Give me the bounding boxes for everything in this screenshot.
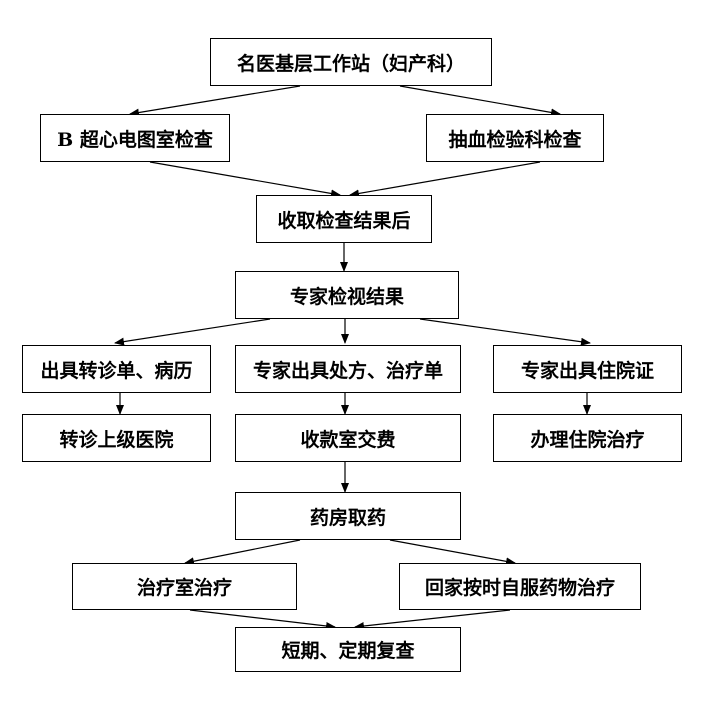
node-followup-label: 短期、定期复查 (281, 640, 415, 662)
node-home-medication-label: 回家按时自服药物治疗 (424, 577, 615, 599)
node-treatment-room: 治疗室治疗 (72, 563, 297, 610)
node-blood-test: 抽血检验科检查 (426, 114, 604, 162)
node-expert-review-label: 专家检视结果 (289, 285, 404, 308)
node-b-ultrasound-label: B 超心电图室检查 (57, 128, 213, 151)
node-admission-cert-label: 专家出具住院证 (520, 359, 654, 382)
node-admission-label: 办理住院治疗 (530, 428, 645, 451)
node-blood-test-label: 抽血检验科检查 (448, 128, 582, 151)
node-home-medication: 回家按时自服药物治疗 (399, 563, 641, 610)
node-referral-docs-label: 出具转诊单、病历 (40, 359, 193, 382)
node-station-label: 名医基层工作站（妇产科） (236, 52, 465, 75)
arrow-pharmacy-to-home (389, 539, 516, 566)
node-station: 名医基层工作站（妇产科） (210, 38, 492, 86)
arrow-station-to-b-ultrasound (129, 85, 301, 117)
node-prescription: 专家出具处方、治疗单 (235, 345, 461, 393)
arrow-review-to-admission-cert (419, 318, 591, 346)
arrow-blood-test-to-collect (349, 161, 541, 198)
arrow-b-ultrasound-to-collect (149, 161, 341, 198)
arrow-home-to-followup (354, 609, 511, 630)
node-transfer-hospital-label: 转诊上级医院 (59, 428, 174, 451)
arrow-pharmacy-to-treatment (184, 539, 301, 566)
node-admission: 办理住院治疗 (493, 414, 682, 462)
node-pharmacy-label: 药房取药 (309, 506, 386, 529)
node-pharmacy: 药房取药 (235, 492, 461, 540)
node-payment: 收款室交费 (235, 414, 461, 462)
node-referral-docs: 出具转诊单、病历 (22, 345, 211, 393)
node-prescription-label: 专家出具处方、治疗单 (252, 359, 443, 382)
node-admission-cert: 专家出具住院证 (493, 345, 682, 393)
arrow-station-to-blood-test (399, 85, 561, 117)
node-collect-results: 收取检查结果后 (256, 195, 432, 243)
node-collect-results-label: 收取检查结果后 (277, 209, 411, 232)
arrow-treatment-to-followup (189, 609, 336, 630)
node-payment-label: 收款室交费 (300, 428, 396, 451)
node-followup: 短期、定期复查 (235, 627, 461, 672)
node-treatment-room-label: 治疗室治疗 (136, 577, 232, 599)
node-b-ultrasound: B 超心电图室检查 (40, 114, 230, 162)
node-expert-review: 专家检视结果 (235, 271, 459, 319)
node-transfer-hospital: 转诊上级医院 (22, 414, 211, 462)
arrow-review-to-referral (114, 318, 271, 346)
